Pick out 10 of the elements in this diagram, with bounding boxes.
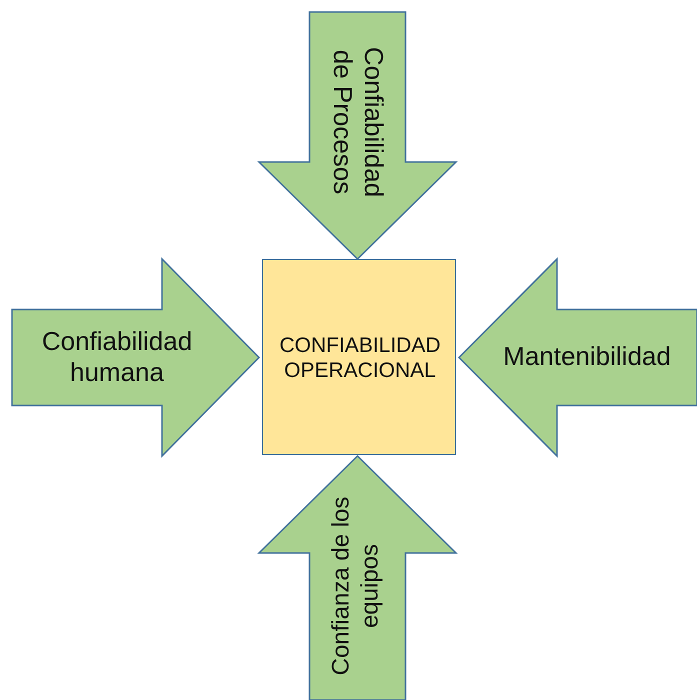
block-arrow (259, 456, 456, 700)
process-box (262, 259, 456, 455)
arrow-label: Mantenibilidad (502, 340, 672, 374)
block-arrow (259, 12, 456, 259)
block-arrow (459, 259, 697, 456)
block-arrow (12, 259, 259, 456)
arrow-label: Confianza de los equipos (326, 496, 384, 678)
box-label: CONFIABILIDAD OPERACIONAL (278, 332, 442, 384)
arrow-label: Confiabilidad humana (40, 324, 194, 389)
arrow-label: Confiabilidad de Procesos (328, 47, 388, 197)
